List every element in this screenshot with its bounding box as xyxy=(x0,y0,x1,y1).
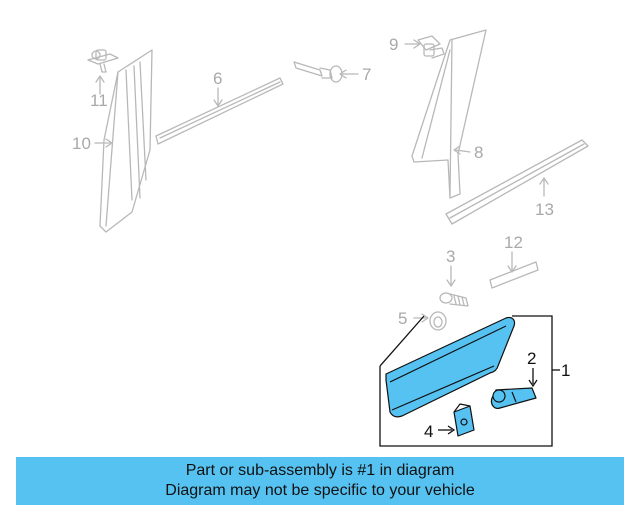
callout-10: 10 xyxy=(72,134,91,153)
part-13-door-molding xyxy=(445,139,589,225)
part-3-screw xyxy=(439,292,469,307)
part-2-bracket xyxy=(490,387,537,409)
callout-7: 7 xyxy=(362,65,371,84)
callout-12: 12 xyxy=(504,233,523,252)
callout-8: 8 xyxy=(474,143,483,162)
part-8-door-applique xyxy=(411,29,487,199)
assembly-1-box xyxy=(379,315,560,447)
callout-2: 2 xyxy=(527,349,536,368)
callouts-gray: 11 10 6 7 9 8 13 12 3 5 xyxy=(72,35,554,328)
callout-1: 1 xyxy=(561,361,570,380)
part-6-belt-molding xyxy=(155,77,284,145)
part-10-pillar-applique xyxy=(99,49,153,233)
banner-line-2: Diagram may not be specific to your vehi… xyxy=(165,482,475,499)
callout-13: 13 xyxy=(535,200,554,219)
leader-lines-gray xyxy=(94,39,549,323)
part-12-trim-strip xyxy=(489,261,539,289)
callout-9: 9 xyxy=(389,35,398,54)
part-7-screw xyxy=(293,61,343,83)
part-5-grommet xyxy=(429,311,447,331)
part-9-clip xyxy=(417,35,445,59)
callout-5: 5 xyxy=(398,309,407,328)
callout-11: 11 xyxy=(90,91,108,110)
banner-line-1: Part or sub-assembly is #1 in diagram xyxy=(185,462,455,479)
callout-3: 3 xyxy=(446,247,455,266)
callout-4: 4 xyxy=(424,422,433,441)
part-4-clip xyxy=(453,403,475,437)
info-banner: Part or sub-assembly is #1 in diagram Di… xyxy=(16,457,624,505)
callout-6: 6 xyxy=(213,69,222,88)
part-1-lower-molding xyxy=(385,316,516,418)
part-11-clip xyxy=(87,49,119,73)
